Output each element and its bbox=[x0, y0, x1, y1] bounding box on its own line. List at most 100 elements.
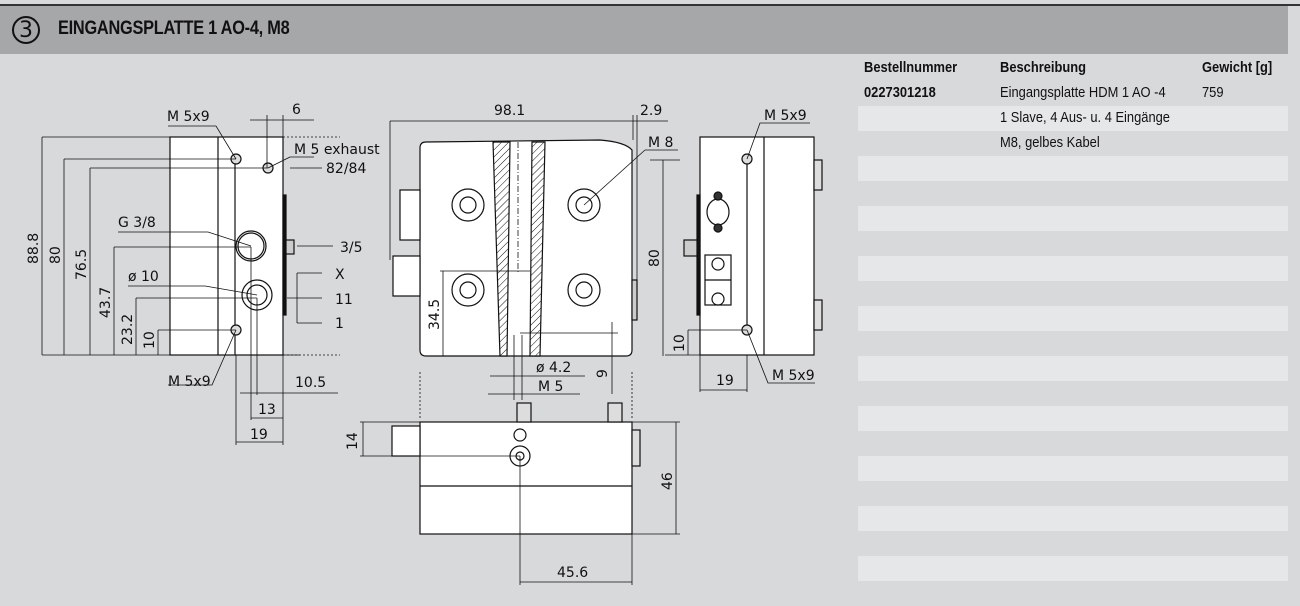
end-tab bbox=[813, 299, 823, 331]
cell-beschreibung: 1 Slave, 4 Aus- u. 4 Eingänge bbox=[1000, 109, 1170, 126]
m8-connector-inner-icon bbox=[575, 196, 593, 214]
label-19: 19 bbox=[250, 427, 268, 443]
table-row-empty bbox=[858, 506, 1288, 531]
label-3-5: 3/5 bbox=[340, 240, 363, 256]
label-six: 6 bbox=[292, 102, 301, 118]
end-fitting-icon bbox=[683, 239, 698, 257]
technical-drawing: M 5x9 6 M 5 exhaust 82/84 G 3/8 3/5 ø 10… bbox=[26, 102, 823, 585]
label-m5x9-top-end: M 5x9 bbox=[764, 108, 807, 124]
label-m5x9-top: M 5x9 bbox=[167, 109, 210, 125]
label-82-84: 82/84 bbox=[326, 161, 366, 177]
side-fitting bbox=[631, 279, 638, 321]
label-19-end: 19 bbox=[716, 373, 734, 389]
table-row-empty bbox=[858, 431, 1288, 456]
label-m5-exhaust: M 5 exhaust bbox=[294, 142, 380, 158]
bottom-view-body bbox=[419, 421, 633, 535]
table-row-empty bbox=[858, 231, 1288, 256]
label-34-5: 34.5 bbox=[427, 299, 443, 330]
m8-connector-icon bbox=[567, 188, 601, 222]
table-row: 1 Slave, 4 Aus- u. 4 Eingänge bbox=[858, 106, 1288, 131]
column-header-beschreibung: Beschreibung bbox=[1000, 59, 1087, 76]
section-number-badge: 3 bbox=[12, 16, 40, 44]
label-80: 80 bbox=[48, 246, 64, 264]
top-fitting-icon bbox=[607, 402, 623, 423]
m8-connector-inner-icon bbox=[459, 281, 477, 299]
table-row-empty bbox=[858, 456, 1288, 481]
m8-connector-inner-icon bbox=[459, 196, 477, 214]
bottom-view: 14 46 45.6 bbox=[345, 402, 680, 585]
table-row-empty bbox=[858, 356, 1288, 381]
side-connector bbox=[392, 255, 421, 297]
label-43-7: 43.7 bbox=[98, 287, 114, 318]
label-m8: M 8 bbox=[648, 135, 673, 151]
table-row-empty bbox=[858, 331, 1288, 356]
label-88-8: 88.8 bbox=[26, 233, 42, 264]
table-row: 0227301218 Eingangsplatte HDM 1 AO -4 75… bbox=[858, 81, 1288, 106]
screw-icon bbox=[713, 191, 723, 201]
label-port-11: 11 bbox=[335, 292, 353, 308]
hatched-section-left bbox=[492, 141, 511, 357]
bottom-fitting bbox=[631, 429, 641, 467]
table-row-empty bbox=[858, 481, 1288, 506]
hole-icon bbox=[513, 428, 527, 442]
label-10: 10 bbox=[142, 331, 158, 349]
terminal-screw-icon bbox=[711, 292, 725, 306]
end-tab bbox=[813, 159, 823, 191]
label-m5: M 5 bbox=[538, 379, 563, 395]
cell-beschreibung: Eingangsplatte HDM 1 AO -4 bbox=[1000, 84, 1166, 101]
table-row-empty bbox=[858, 156, 1288, 181]
bottom-connector bbox=[391, 425, 421, 457]
m8-connector-icon bbox=[451, 273, 485, 307]
side-view: M 5x9 6 M 5 exhaust 82/84 G 3/8 3/5 ø 10… bbox=[26, 102, 380, 445]
label-9: 9 bbox=[595, 369, 611, 378]
label-23-2: 23.2 bbox=[120, 314, 136, 345]
table-row-empty bbox=[858, 581, 1288, 606]
table-row-empty bbox=[858, 531, 1288, 556]
m8-connector-icon bbox=[451, 188, 485, 222]
table-row-empty bbox=[858, 556, 1288, 581]
side-connector bbox=[399, 189, 421, 241]
label-m5x9-bottom-end: M 5x9 bbox=[772, 368, 815, 384]
label-46: 46 bbox=[660, 472, 676, 490]
table-header-row: Bestellnummer Beschreibung Gewicht [g] bbox=[858, 56, 1288, 81]
table-row-empty bbox=[858, 256, 1288, 281]
side-plate bbox=[282, 194, 287, 316]
terminal-screw-icon bbox=[711, 257, 725, 271]
screw-icon bbox=[713, 223, 723, 233]
label-port-x: X bbox=[335, 267, 345, 283]
table-row-empty bbox=[858, 181, 1288, 206]
hatched-section-right bbox=[529, 141, 546, 357]
label-m5x9-bottom: M 5x9 bbox=[168, 374, 211, 390]
end-view: M 5x9 M 5x9 10 19 bbox=[665, 108, 823, 392]
table-row: M8, gelbes Kabel bbox=[858, 131, 1288, 156]
cell-beschreibung: M8, gelbes Kabel bbox=[1000, 134, 1100, 151]
table-row-empty bbox=[858, 206, 1288, 231]
label-80-front: 80 bbox=[647, 249, 663, 267]
label-10-5: 10.5 bbox=[295, 375, 326, 391]
label-dia4-2: ø 4.2 bbox=[536, 360, 571, 376]
m8-connector-inner-icon bbox=[575, 281, 593, 299]
label-45-6: 45.6 bbox=[557, 565, 588, 581]
top-rule bbox=[0, 4, 1300, 6]
table-row-empty bbox=[858, 281, 1288, 306]
column-header-bestellnummer: Bestellnummer bbox=[864, 59, 958, 76]
label-10-end: 10 bbox=[672, 334, 688, 352]
section-header: 3 EINGANGSPLATTE 1 AO-4, M8 bbox=[0, 6, 1288, 54]
label-dia10: ø 10 bbox=[128, 269, 159, 285]
section-title: EINGANGSPLATTE 1 AO-4, M8 bbox=[58, 18, 290, 39]
fitting-3-5-icon bbox=[285, 239, 295, 255]
label-2-9: 2.9 bbox=[640, 103, 662, 119]
label-13: 13 bbox=[258, 402, 276, 418]
end-view-body bbox=[699, 136, 815, 356]
front-view: 98.1 2.9 M 8 34.5 ø 4.2 M 5 9 80 bbox=[389, 103, 680, 420]
table-row-empty bbox=[858, 406, 1288, 431]
label-14: 14 bbox=[345, 432, 361, 450]
label-g38: G 3/8 bbox=[118, 215, 156, 231]
cell-bestellnummer: 0227301218 bbox=[864, 84, 936, 101]
cell-gewicht: 759 bbox=[1202, 84, 1224, 101]
label-port-1: 1 bbox=[335, 316, 344, 332]
column-header-gewicht: Gewicht [g] bbox=[1202, 59, 1273, 76]
order-table: Bestellnummer Beschreibung Gewicht [g] 0… bbox=[858, 56, 1288, 606]
front-view-body bbox=[419, 139, 633, 357]
table-row-empty bbox=[858, 306, 1288, 331]
